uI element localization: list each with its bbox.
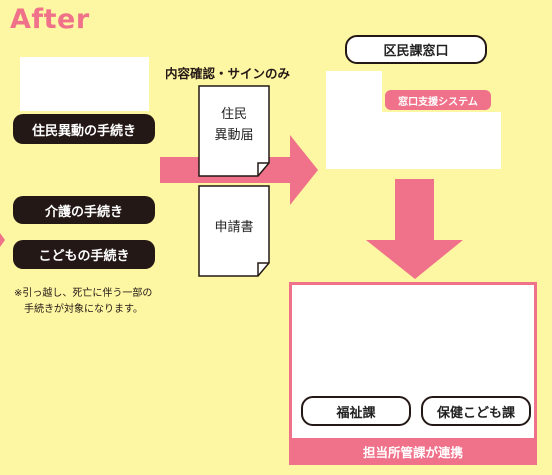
welfare-department: 福祉課 (301, 396, 411, 426)
coordination-band: 担当所管課が連携 (289, 438, 537, 465)
left-edge-arrow (0, 233, 5, 247)
children-procedure-label: こどもの手続き (13, 240, 155, 269)
down-arrow (366, 179, 463, 279)
document-2: 申請書 (199, 217, 269, 238)
support-system-tag: 窓口支援システム (385, 90, 491, 110)
health-children-department: 保健こども課 (421, 396, 531, 426)
page-title: After (10, 4, 90, 35)
footnote-line-2: 手続きが対象になります。 (24, 304, 143, 315)
residence-image (20, 57, 149, 111)
document-1-line-2: 異動届 (214, 128, 254, 143)
document-2-line-1: 申請書 (214, 220, 254, 235)
sign-only-caption: 内容確認・サインのみ (165, 66, 291, 81)
footnote-line-1: ※引っ越し、死亡に伴う一部の (14, 288, 153, 299)
residence-procedure-label: 住民異動の手続き (13, 114, 155, 144)
footnote: ※引っ越し、死亡に伴う一部の 手続きが対象になります。 (14, 286, 184, 318)
care-procedure-label: 介護の手続き (13, 196, 155, 224)
document-1: 住民 異動届 (199, 104, 269, 146)
document-1-shape (198, 85, 270, 177)
counter-image-left (326, 71, 382, 169)
counter-label: 区民課窓口 (345, 35, 487, 64)
document-1-line-1: 住民 (220, 107, 247, 122)
document-2-shape (198, 185, 270, 277)
counter-image-right (382, 112, 501, 169)
